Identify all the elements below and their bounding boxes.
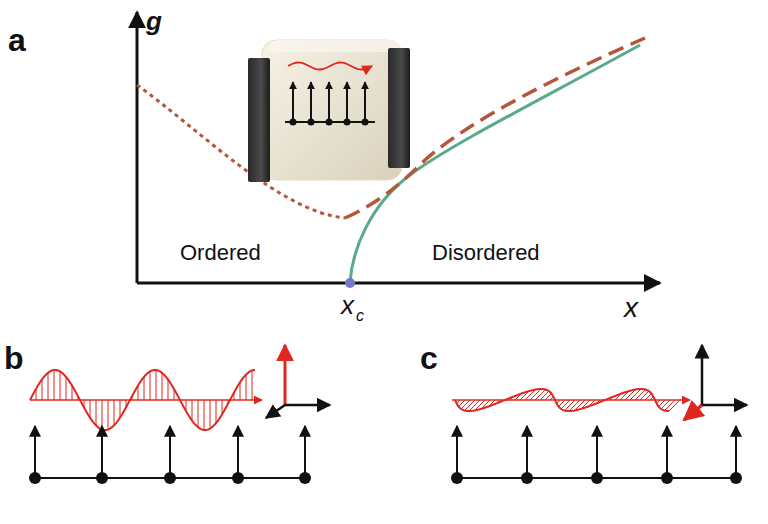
hatch-line <box>162 373 163 400</box>
panel-label: a <box>8 24 26 56</box>
hatch-line <box>54 370 55 400</box>
wave-axis <box>30 399 262 401</box>
spin-arrow <box>364 82 366 122</box>
hatch-line <box>640 391 649 400</box>
spin-arrow <box>456 426 458 478</box>
panel-label: b <box>4 342 24 374</box>
spin-arrow <box>292 82 294 122</box>
hatch-line <box>192 400 193 421</box>
y-axis <box>136 12 139 283</box>
frame-arrow <box>701 345 704 405</box>
spin-arrow <box>304 426 306 478</box>
spin-site <box>326 119 333 126</box>
spin-site <box>232 472 244 484</box>
spin-arrow <box>526 426 528 478</box>
phase-label: Ordered <box>180 242 261 264</box>
spin-site <box>521 472 533 484</box>
hatch-line <box>60 371 61 400</box>
spin-arrow <box>666 426 668 478</box>
spin-arrow <box>310 82 312 122</box>
hatch-line <box>120 400 121 418</box>
polarization-arrow <box>684 405 702 420</box>
hatch-line <box>90 400 91 418</box>
spin-arrow <box>169 426 171 478</box>
hatch-line <box>252 371 253 400</box>
hatch-line <box>42 379 43 400</box>
spin-site <box>299 472 311 484</box>
hatch-line <box>561 400 570 409</box>
spin-arrow <box>328 82 330 122</box>
inset-spins <box>290 82 369 126</box>
frame-arrow <box>702 404 747 407</box>
spin-site <box>164 472 176 484</box>
hatch-line <box>108 400 109 429</box>
frame-arrow <box>285 404 330 407</box>
field-wave <box>30 370 255 430</box>
hatch-line <box>635 390 645 400</box>
spin-arrow <box>237 426 239 478</box>
hatch-line <box>535 390 545 400</box>
cavity-mirror <box>388 48 410 168</box>
hatch-line <box>198 400 199 427</box>
spin-site <box>344 119 351 126</box>
panel-label: c <box>420 342 438 374</box>
frame-arrow <box>266 405 285 418</box>
x-axis <box>137 282 660 285</box>
order-parameter-curve <box>350 45 640 283</box>
hatch-line <box>48 373 49 400</box>
cavity-block <box>262 40 402 180</box>
spin-arrow <box>735 426 737 478</box>
hatch-line <box>540 391 549 400</box>
spin-arrow <box>34 426 36 478</box>
spin-site <box>591 472 603 484</box>
hatch-line <box>66 377 67 400</box>
field-hatching <box>455 389 680 411</box>
hatch-line <box>168 379 169 400</box>
axis-label: g <box>146 8 162 34</box>
spin-site <box>29 472 41 484</box>
cavity-top-face <box>269 40 402 52</box>
spin-site <box>290 119 297 126</box>
critical-point-subscript: c <box>356 308 364 324</box>
hatch-line <box>156 370 157 400</box>
hatch-line <box>150 371 151 400</box>
cavity-mirror <box>248 58 270 182</box>
hatch-line <box>102 400 103 429</box>
spin-site <box>730 472 742 484</box>
spin-chain <box>451 426 742 484</box>
spin-site <box>308 119 315 126</box>
spin-site <box>96 472 108 484</box>
spin-arrow <box>596 426 598 478</box>
hatch-line <box>465 400 475 410</box>
hatch-line <box>669 400 680 411</box>
hatch-line <box>210 400 211 429</box>
spin-chain <box>29 426 311 484</box>
axis-label: x <box>624 294 638 322</box>
spin-arrow <box>346 82 348 122</box>
hatch-line <box>204 400 205 430</box>
spin-site <box>451 472 463 484</box>
hatch-line <box>565 400 575 410</box>
hatch-line <box>661 400 670 409</box>
inset-photon-wave <box>288 63 372 70</box>
hatch-line <box>96 400 97 425</box>
hatch-line <box>461 400 470 409</box>
hatch-line <box>665 400 675 410</box>
spin-arrow <box>101 426 103 478</box>
spin-site <box>362 119 369 126</box>
dashed-gap-curve <box>345 38 645 218</box>
hatch-line <box>216 400 217 423</box>
hatch-line <box>114 400 115 425</box>
phase-label: Disordered <box>432 242 540 264</box>
field-wave <box>455 389 669 411</box>
hatch-line <box>246 375 247 400</box>
spin-site <box>661 472 673 484</box>
polarization-arrow <box>284 345 287 405</box>
critical-point <box>345 278 355 288</box>
hatch-line <box>240 382 241 400</box>
hatch-line <box>144 377 145 400</box>
critical-point-label: x <box>341 292 354 318</box>
